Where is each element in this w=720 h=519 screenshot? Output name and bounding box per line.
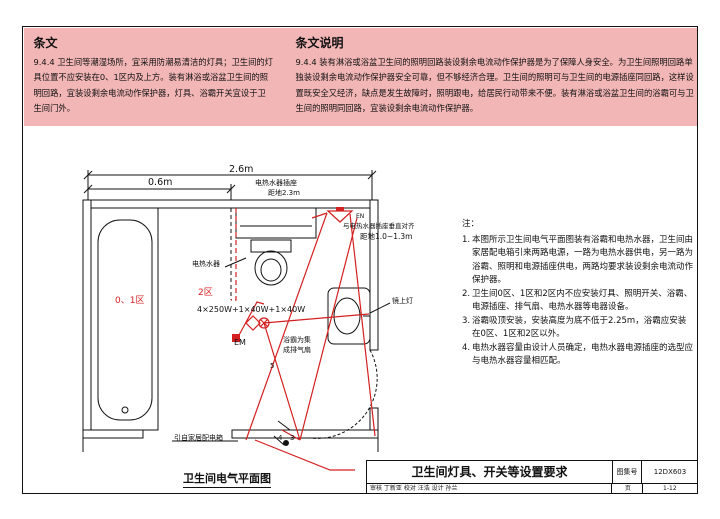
dim-total-label: 2.6m [229,164,253,175]
ceiling-light-symbol [258,317,270,329]
note-text-2: 卫生间0区、1区和2区内不应安装灯具、照明开关、浴霸、电源插座、排气扇、电热水器… [472,288,693,313]
atlas-label: 图集号 [613,461,642,484]
circuit-switch [263,322,301,441]
wall-bottom-right [231,429,379,439]
circuit-panel [245,212,328,441]
note-text-4: 电热水器容量由设计人员确定，电热水器电源插座的选型应与电热水器容量相匹配。 [472,342,694,367]
zone2-label: 2区 [198,287,213,298]
socket2-label-a: 与电热水器插座垂直对齐 [343,221,415,230]
page-number: 1-12 [663,485,677,492]
zone01-label: 0、1区 [115,295,144,306]
em-label: EM [234,338,246,347]
bathtub-drain [121,406,129,414]
signature-row: 审核 丁新亚 校对 汪浩 设计 孙兰 页 1-12 [367,483,698,494]
wall-top [82,199,378,209]
title-block: 卫生间灯具、开关等设置要求 图集号 12DX603 审核 丁新亚 校对 汪浩 设… [366,460,698,494]
note-item-4: 4.电热水器容量由设计人员确定，电热水器电源插座的选型应与电热水器容量相匹配。 [462,342,694,369]
mirror-light-label: 镜上灯 [392,296,413,305]
wall-left [82,199,92,439]
note-item-2: 2.卫生间0区、1区和2区内不应安装灯具、照明开关、浴霸、电源插座、排气扇、电热… [462,288,694,315]
bathtub [90,207,159,431]
toilet-tank [250,239,292,253]
clause-text: 9.4.4 卫生间等潮湿场所，宜采用防潮易清洁的灯具；卫生间的灯具位置不应安装在… [33,56,273,114]
circuit-yuba-a [237,301,265,338]
circuit-heater-feed [349,213,376,437]
water-heater [235,207,317,239]
socket2-label-b: 距地1.0~1.3m [360,231,412,241]
door-swing [309,349,378,439]
circuit-mirror [263,313,370,324]
dim-part-label: 0.6m [148,177,172,188]
circuit-number-5: 5 [270,362,274,370]
circuit-tail [254,439,355,471]
yuba-symbol [245,315,261,331]
note-item-1: 1.本图所示卫生间电气平面图装有浴霸和电热水器，卫生间由家居配电箱引来两路电源，… [462,234,694,288]
notes-title: 注： [462,219,480,229]
panel-source-label: 引自家居配电箱 [174,433,223,442]
zone2-boundary [231,208,237,301]
wall-right-upper [369,199,379,351]
yuba-label: 4×250W+1×40W+1×40W [197,305,305,314]
note-item-3: 3.浴霸吸顶安装，安装高度为底不低于2.25m，浴霸应安装在0区、1区和2区以外… [462,315,694,342]
clause-title: 条文 [33,35,58,50]
signature-names: 审核 丁新亚 校对 汪浩 设计 孙兰 [367,483,612,494]
note-text-1: 本图所示卫生间电气平面图装有浴霸和电热水器，卫生间由家居配电箱引来两路电源，一路… [472,234,694,286]
atlas-number: 12DX603 [642,461,698,484]
water-heater-label: 电热水器 [192,259,220,268]
socket-label: 电热水器插座 [255,178,297,187]
circuit-socket-en [299,217,358,441]
explanation-text: 9.4.4 装有淋浴或浴盆卫生间的照明回路装设剩余电流动作保护器是为了保障人身安… [295,56,694,114]
clause-explanation-column: 条文说明 9.4.4 装有淋浴或浴盆卫生间的照明回路装设剩余电流动作保护器是为了… [296,34,696,117]
bathtub-basin [97,219,153,421]
page-label: 页 [614,483,643,494]
note-text-3: 浴霸吸顶安装，安装高度为底不低于2.25m，浴霸应安装在0区、1区和2区以外。 [472,315,687,340]
en-socket [326,207,354,223]
socket-height-label: 距地2.3m [268,188,300,197]
drawing-frame [22,26,698,494]
fan-label-a: 浴霸为集 [283,335,311,344]
wall-bottom-left [82,429,144,439]
drawing-title: 卫生间灯具、开关等设置要求 [367,461,613,484]
plan-title: 卫生间电气平面图 [183,470,271,488]
header-panel: 条文 9.4.4 卫生间等潮湿场所，宜采用防潮易清洁的灯具；卫生间的灯具位置不应… [23,27,697,126]
explanation-title: 条文说明 [295,35,344,50]
fan-label-b: 成排气扇 [283,345,311,354]
toilet-bowl [254,250,288,286]
notes-block: 注： 1.本图所示卫生间电气平面图装有浴霸和电热水器，卫生间由家居配电箱引来两路… [462,218,694,369]
em-symbol [232,334,240,342]
circuit-number-3: 3 [290,434,294,442]
en-label: EN [356,213,364,220]
clause-column: 条文 9.4.4 卫生间等潮湿场所，宜采用防潮易清洁的灯具；卫生间的灯具位置不应… [34,34,274,117]
circuit-number-4: 4 [278,434,283,442]
